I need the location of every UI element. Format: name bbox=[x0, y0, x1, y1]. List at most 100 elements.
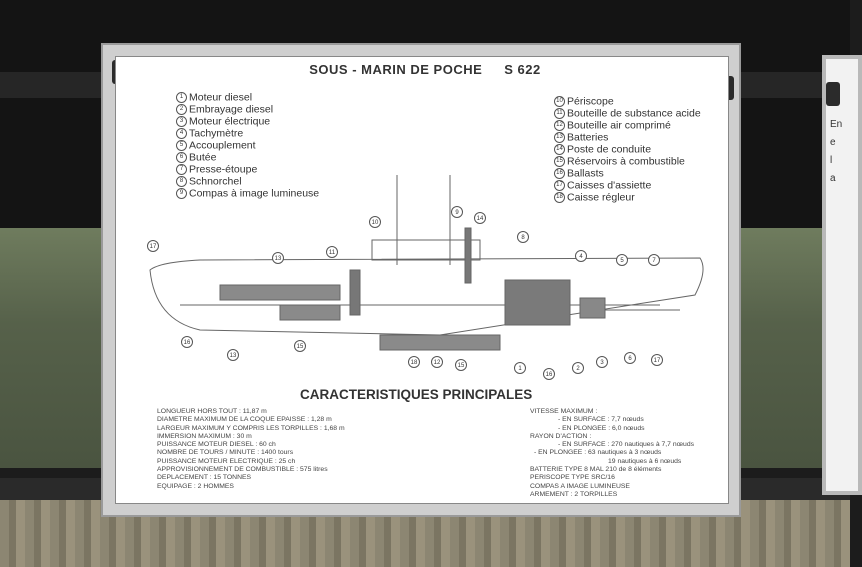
legend-number: 14 bbox=[554, 143, 565, 155]
legend-label: Embrayage diesel bbox=[189, 103, 274, 116]
callout-circle bbox=[147, 240, 159, 252]
callout-circle bbox=[326, 246, 338, 258]
callout-number: 11 bbox=[329, 250, 336, 256]
specs-title: CARACTERISTIQUES PRINCIPALES bbox=[300, 387, 533, 402]
callout-circle bbox=[294, 340, 306, 352]
legend-label: Compas à image lumineuse bbox=[189, 187, 320, 200]
spec-line: VITESSE MAXIMUM : bbox=[530, 408, 598, 415]
spec-line: COMPAS A IMAGE LUMINEUSE bbox=[530, 482, 630, 490]
legend-label: Schnorchel bbox=[189, 175, 242, 188]
legend-label: Presse-étoupe bbox=[189, 163, 258, 176]
callout-number: 4 bbox=[579, 254, 583, 260]
spec-line: - EN PLONGEE : 6,0 nœuds bbox=[558, 424, 645, 432]
legend-label: Moteur électrique bbox=[189, 115, 271, 128]
spec-line: EQUIPAGE : 2 HOMMES bbox=[157, 482, 234, 490]
legend-number: 18 bbox=[554, 191, 565, 203]
side-sign-letter: l bbox=[830, 155, 833, 166]
spec-line: ARMEMENT : 2 TORPILLES bbox=[530, 490, 618, 498]
callout-number: 9 bbox=[455, 210, 459, 216]
legend-label: Moteur diesel bbox=[189, 91, 253, 104]
adjacent-sign: En e l a bbox=[822, 55, 862, 495]
legend-number: 4 bbox=[176, 127, 187, 139]
legend-number: 5 bbox=[176, 139, 187, 151]
callout-number: 8 bbox=[521, 235, 525, 241]
spec-line: APPROVISIONNEMENT DE COMBUSTIBLE : 575 l… bbox=[157, 466, 328, 474]
spec-line: LONGUEUR HORS TOUT : 11,87 m bbox=[157, 408, 267, 415]
callout-number: 16 bbox=[184, 340, 191, 346]
callout-number: 13 bbox=[275, 256, 282, 262]
spec-line: RAYON D'ACTION : bbox=[530, 432, 592, 440]
callout-circle bbox=[451, 206, 463, 218]
spec-line: IMMERSION MAXIMUM : 30 m bbox=[157, 432, 252, 440]
battery-block bbox=[379, 334, 501, 351]
legend-number: 6 bbox=[176, 151, 187, 163]
callout-circle bbox=[474, 212, 486, 224]
callout-circle bbox=[514, 362, 526, 374]
callout-circle bbox=[648, 254, 660, 266]
sign-title-text: SOUS - MARIN DE POCHE bbox=[309, 62, 483, 77]
callout-circle bbox=[181, 336, 193, 348]
legend-number: 8 bbox=[176, 175, 187, 187]
callout-circle bbox=[408, 356, 420, 368]
legend-label: Poste de conduite bbox=[567, 143, 652, 156]
legend-number: 17 bbox=[554, 179, 565, 191]
legend-label: Caisses d'assiette bbox=[567, 179, 652, 192]
spec-line: PERISCOPE TYPE SRC/16 bbox=[530, 474, 615, 482]
legend-label: Batteries bbox=[567, 131, 609, 144]
sign-code: S 622 bbox=[504, 62, 541, 77]
spec-line: NOMBRE DE TOURS / MINUTE : 1400 tours bbox=[157, 449, 294, 457]
spec-line: DIAMETRE MAXIMUM DE LA COQUE EPAISSE : 1… bbox=[157, 416, 332, 424]
hull-outline bbox=[149, 257, 704, 336]
callout-circle bbox=[572, 362, 584, 374]
side-sign-letter: a bbox=[830, 173, 836, 184]
callout-number: 3 bbox=[600, 360, 604, 366]
control-post bbox=[464, 227, 472, 284]
sign-title: SOUS - MARIN DE POCHE S 622 bbox=[0, 62, 850, 77]
legend-label: Bouteille de substance acide bbox=[567, 107, 701, 120]
callout-number: 15 bbox=[458, 363, 465, 369]
spec-line: BATTERIE TYPE 8 MAL 210 de 8 éléments bbox=[530, 466, 662, 474]
spec-line: LARGEUR MAXIMUM Y COMPRIS LES TORPILLES … bbox=[157, 424, 345, 432]
spec-line: PUISSANCE MOTEUR ELECTRIQUE : 25 ch bbox=[157, 457, 296, 465]
callout-circle bbox=[575, 250, 587, 262]
battery-block bbox=[219, 284, 341, 301]
specs-right: VITESSE MAXIMUM : - EN SURFACE : 7,7 nœu… bbox=[530, 408, 694, 499]
callout-number: 17 bbox=[150, 244, 157, 250]
legend-label: Butée bbox=[189, 151, 217, 164]
sign-panel bbox=[115, 56, 729, 504]
legend-number: 12 bbox=[554, 119, 565, 131]
callout-circle bbox=[616, 254, 628, 266]
callout-number: 10 bbox=[372, 220, 379, 226]
callout-circle bbox=[227, 349, 239, 361]
callout-circle bbox=[517, 231, 529, 243]
callout-circle bbox=[431, 356, 443, 368]
mount-clip bbox=[826, 82, 840, 106]
electric-motor bbox=[579, 297, 606, 319]
callout-number: 13 bbox=[230, 353, 237, 359]
legend-number: 2 bbox=[176, 103, 187, 115]
callout-circle bbox=[624, 352, 636, 364]
spec-line: 19 nautiques à 6 nœuds bbox=[608, 457, 682, 465]
specs-left: LONGUEUR HORS TOUT : 11,87 m DIAMETRE MA… bbox=[157, 408, 345, 491]
callout-number: 7 bbox=[652, 258, 656, 264]
acid-bottle bbox=[349, 269, 361, 316]
legend-label: Périscope bbox=[567, 95, 614, 108]
callout-circle bbox=[272, 252, 284, 264]
